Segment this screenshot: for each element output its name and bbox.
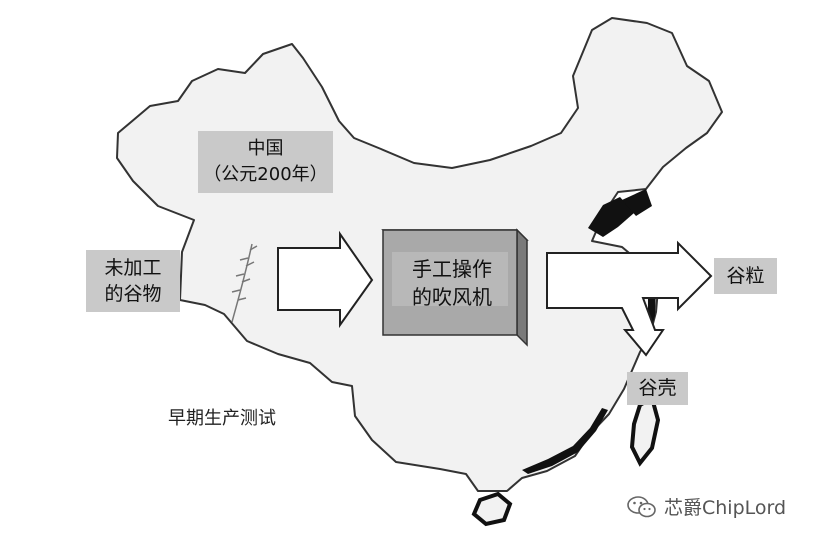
coastline-north (588, 197, 634, 237)
input-arrow (277, 230, 374, 329)
blower-label: 手工操作 的吹风机 (412, 257, 492, 309)
output-arrow (546, 240, 713, 357)
coastline-southeast (522, 408, 608, 474)
coastline-bohai (622, 189, 652, 216)
husk-label: 谷壳 (627, 372, 688, 405)
china-era-label: 中国 （公元200年） (198, 131, 333, 193)
grain-label: 谷粒 (714, 258, 777, 294)
blower-box (381, 228, 529, 347)
caption: 早期生产测试 (168, 408, 276, 429)
watermark: 芯爵ChipLord (626, 493, 786, 520)
taiwan-island (629, 394, 661, 467)
hainan-island (471, 491, 513, 527)
wheat-stalk-icon (231, 243, 258, 323)
wechat-icon (627, 495, 656, 517)
raw-grain-label: 未加工 的谷物 (86, 250, 180, 312)
watermark-text: 芯爵ChipLord (664, 497, 787, 519)
